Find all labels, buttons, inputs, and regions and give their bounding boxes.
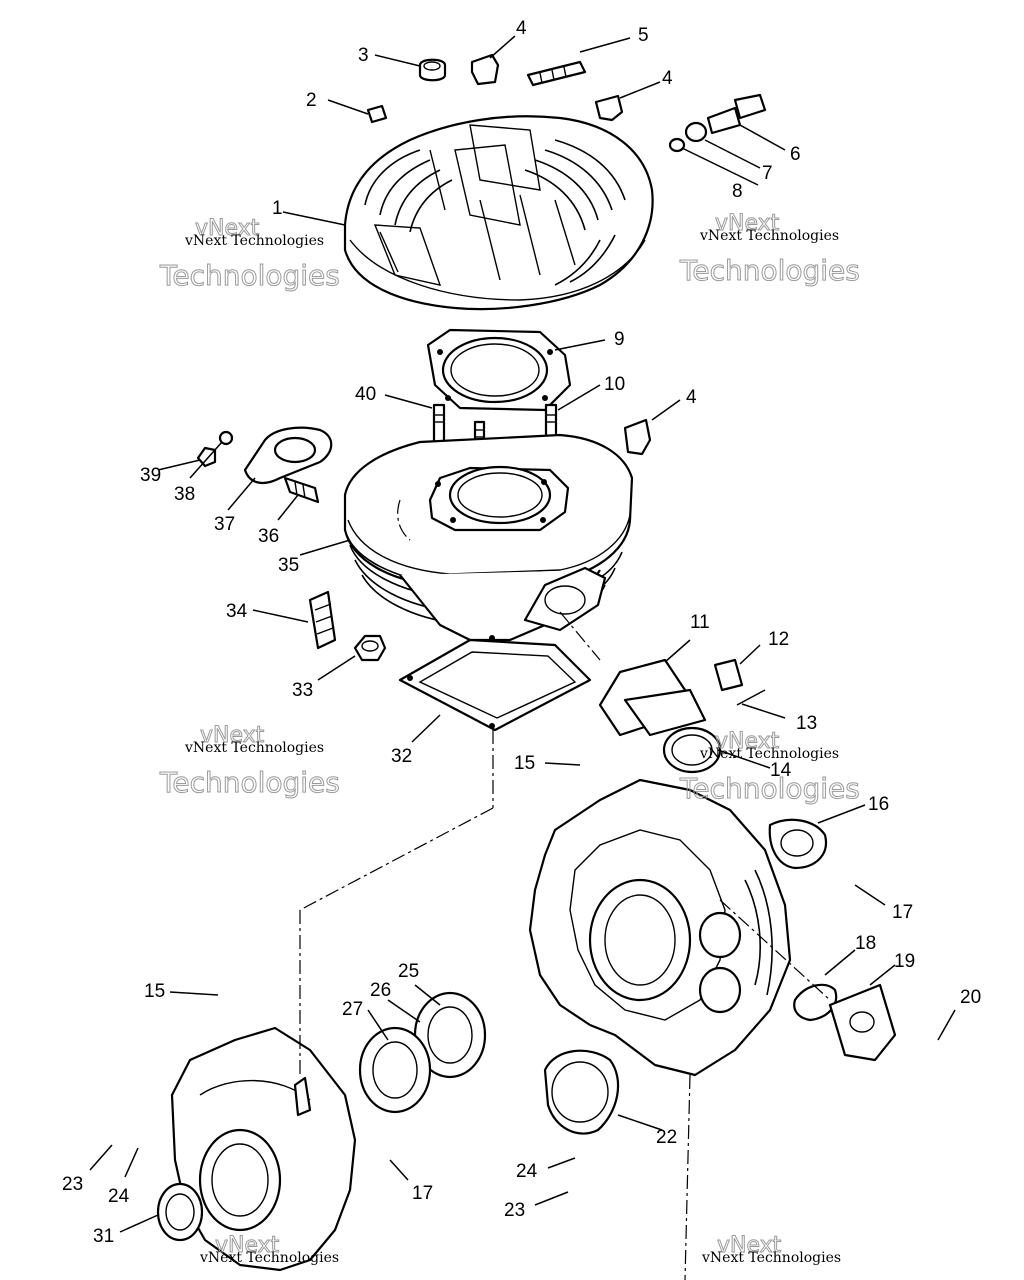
wm-line1-5: vNext Technologies [199,1250,339,1266]
wm-line1-1: vNext Technologies [184,233,324,249]
callout-35: 35 [278,555,299,576]
wm-brand-1: vNext [195,216,260,241]
wm-line1-3: vNext Technologies [184,740,324,756]
callout-24b: 24 [108,1186,130,1207]
wm-line1-2: vNext Technologies [699,228,839,244]
callout-4c: 4 [686,387,697,408]
callout-19: 19 [894,951,915,972]
small-hardware [308,53,652,662]
callout-26: 26 [370,980,391,1001]
callout-23: 23 [504,1200,525,1221]
callout-37: 37 [214,514,235,535]
callout-15: 15 [514,753,535,774]
callout-23b: 23 [62,1174,83,1195]
callout-15b: 15 [144,981,165,1002]
callout-2: 2 [306,90,317,111]
callout-18: 18 [855,933,876,954]
callout-16: 16 [868,794,889,815]
callout-32: 32 [391,746,412,767]
wm-line2-1: Technologies [159,259,340,292]
callout-17b: 17 [412,1183,433,1204]
callout-39: 39 [140,465,161,486]
callout-25: 25 [398,961,419,982]
wm-brand-3: vNext [200,723,265,748]
callout-3: 3 [358,45,369,66]
wm-brand-4: vNext [715,729,780,754]
head-fitting [668,93,767,153]
callout-13: 13 [796,713,817,734]
wm-line1-4: vNext Technologies [699,746,839,762]
intake-boot [598,658,766,774]
callout-leaders [89,35,956,1233]
callout-4b: 4 [662,68,673,89]
callout-33: 33 [292,680,313,701]
callout-numbers: 1 2 3 4 5 4 6 7 8 9 10 40 4 39 38 37 36 … [62,18,981,1247]
callout-40: 40 [355,384,376,405]
callout-4: 4 [516,18,527,39]
callout-20: 20 [960,987,981,1008]
exhaust-flange-parts [196,426,333,504]
cover-gasket [543,1049,620,1135]
left-crankcase-half [156,1026,357,1272]
callout-34: 34 [226,601,248,622]
callout-6: 6 [790,144,801,165]
callout-9: 9 [614,329,625,350]
head-gasket [426,328,572,412]
callout-5: 5 [638,25,649,46]
callout-17: 17 [892,902,913,923]
cylinder [343,433,634,642]
wm-brand-6: vNext [717,1233,782,1258]
callout-7: 7 [762,163,773,184]
assembly-centerlines [299,611,831,1280]
wm-line2-3: Technologies [159,766,340,799]
callout-24: 24 [516,1161,538,1182]
callout-36: 36 [258,526,279,547]
callout-12: 12 [768,629,789,650]
crank-bearings [358,991,487,1114]
right-crankcase-half [528,778,897,1077]
callout-27: 27 [342,999,363,1020]
wm-brand-2: vNext [715,211,780,236]
cylinder-head [343,115,654,311]
callout-11: 11 [690,612,710,633]
callout-31: 31 [93,1226,114,1247]
callout-22: 22 [656,1127,677,1148]
base-gasket [398,638,592,732]
wm-line2-2: Technologies [679,254,860,287]
callout-10: 10 [604,374,625,395]
callout-38: 38 [174,484,195,505]
callout-14: 14 [770,760,792,781]
wm-line1-6: vNext Technologies [701,1250,841,1266]
watermarks: vNext vNext Technologies Technologies vN… [159,211,861,1267]
callout-8: 8 [732,181,743,202]
wm-brand-5: vNext [215,1233,280,1258]
callout-1: 1 [272,198,283,219]
wm-line2-4: Technologies [679,772,860,805]
